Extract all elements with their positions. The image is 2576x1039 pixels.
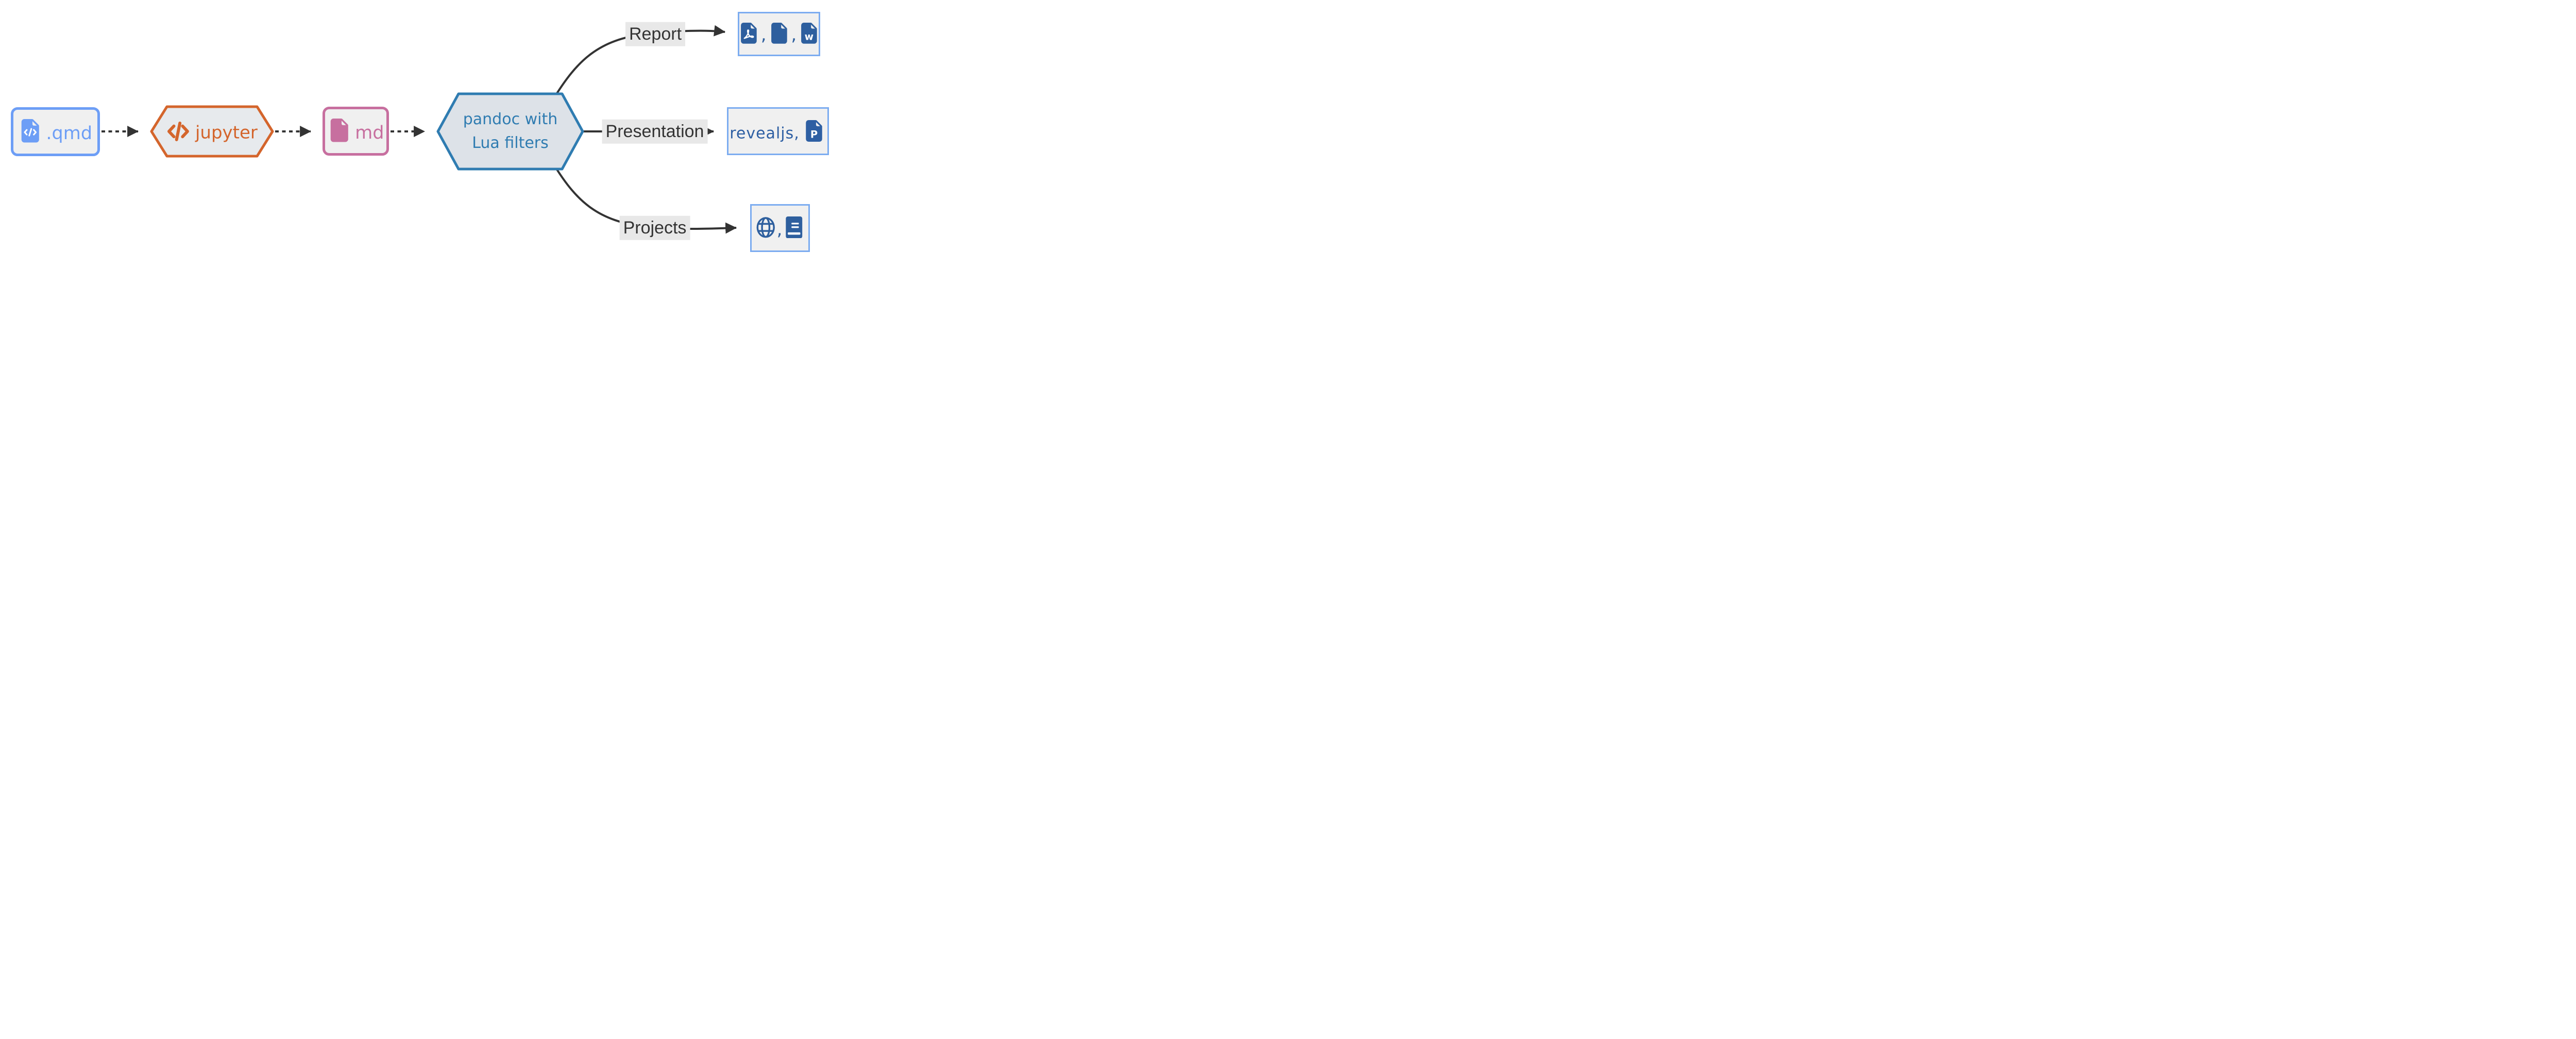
file-icon (328, 119, 351, 142)
book-icon (783, 216, 805, 239)
hexagon-shape (436, 92, 584, 171)
label-text: , (760, 24, 767, 45)
output-presentation-formats: revealjs, P (730, 120, 826, 142)
label-text: , (776, 219, 783, 240)
output-box-presentation: revealjs, P (727, 107, 829, 155)
label-text: revealjs, (730, 124, 800, 143)
node-jupyter: jupyter (150, 105, 274, 158)
edge-label-report: Report (625, 22, 686, 46)
label-text: pandoc with (463, 110, 558, 128)
file-pdf-icon (738, 23, 759, 44)
svg-text:P: P (810, 128, 818, 140)
label-text: Lua filters (472, 134, 549, 152)
edge-label-presentation: Presentation (602, 119, 708, 144)
file-ppt-icon: P (803, 120, 825, 142)
file-word-icon: w (799, 23, 820, 44)
globe-icon (755, 216, 777, 239)
edge-label-presentation-text: Presentation (605, 121, 704, 141)
label-text: jupyter (195, 122, 258, 143)
node-qmd: .qmd (11, 107, 100, 156)
node-qmd-label: .qmd (19, 119, 92, 144)
output-projects-formats: , (753, 216, 807, 240)
hexagon-shape (150, 105, 274, 158)
label-text: md (355, 123, 384, 144)
edge-label-report-text: Report (629, 24, 682, 44)
output-report-formats: ,, w (737, 23, 821, 45)
label-text: .qmd (46, 123, 93, 144)
code-icon (166, 120, 190, 143)
node-md-label: md (328, 119, 384, 144)
edges-layer (101, 25, 737, 234)
file-icon (769, 23, 790, 44)
file-code-icon (19, 119, 42, 143)
output-box-report: ,, w (738, 12, 820, 56)
edge-label-projects: Projects (619, 215, 690, 240)
label-text: , (791, 24, 798, 45)
node-jupyter-label: jupyter (166, 120, 258, 143)
output-box-projects: , (750, 204, 810, 252)
node-md: md (323, 107, 389, 156)
edge-label-projects-text: Projects (623, 217, 687, 238)
svg-text:w: w (805, 31, 814, 43)
